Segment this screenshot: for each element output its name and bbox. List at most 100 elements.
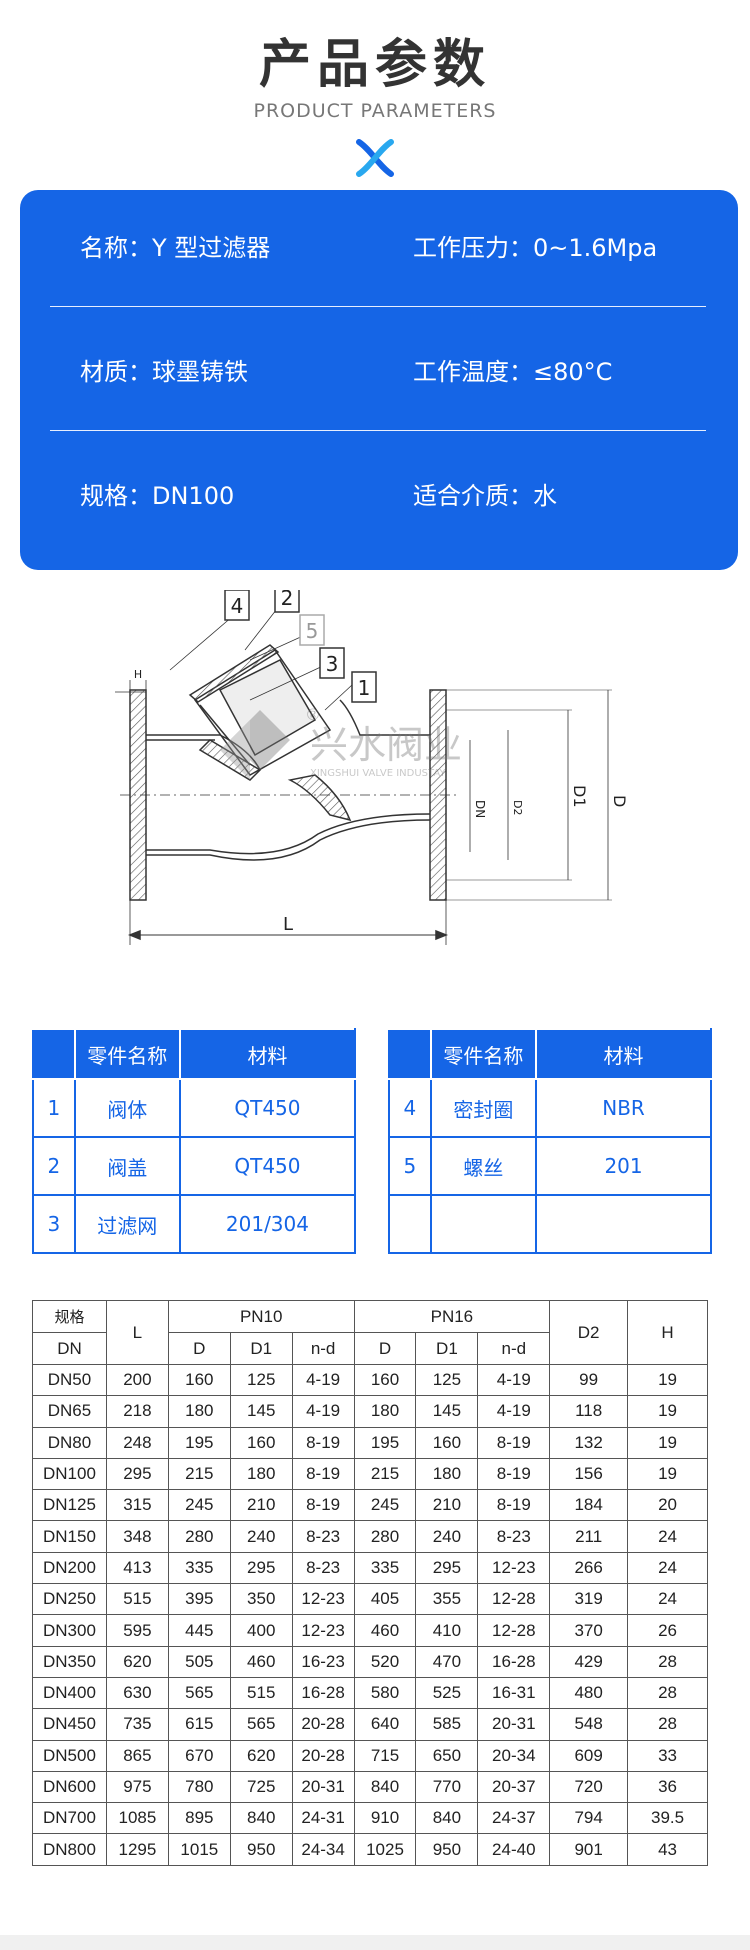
param-pressure: 工作压力：0~1.6Mpa <box>413 234 658 262</box>
page-subtitle: PRODUCT PARAMETERS <box>253 100 497 122</box>
header-l: L <box>105 1300 169 1365</box>
table-cell: 16-28 <box>477 1645 551 1678</box>
table-cell: 24-40 <box>477 1833 551 1866</box>
bottom-bar <box>0 1935 750 1950</box>
table-cell: 8-19 <box>291 1426 355 1459</box>
subheader-cell: D <box>167 1332 231 1365</box>
table-cell: 160 <box>229 1426 293 1459</box>
table-cell: 145 <box>415 1395 479 1428</box>
table-cell: 16-31 <box>477 1676 551 1710</box>
table-cell: 39.5 <box>627 1802 708 1835</box>
table-cell: 24 <box>627 1583 708 1616</box>
table-cell: 1025 <box>353 1833 417 1866</box>
table-cell: 4-19 <box>477 1395 551 1428</box>
table-cell: 20-31 <box>477 1708 551 1741</box>
table-cell: 118 <box>549 1395 629 1428</box>
table-cell: 8-19 <box>291 1489 355 1522</box>
table-cell: 160 <box>415 1426 479 1459</box>
dim-label-d1: D1 <box>570 785 589 808</box>
table-cell: 8-23 <box>291 1551 355 1585</box>
table-cell: 335 <box>167 1551 231 1585</box>
table-cell: 36 <box>627 1770 708 1804</box>
table-cell: DN250 <box>32 1583 107 1616</box>
table-row <box>388 1194 712 1254</box>
table-cell: 24 <box>627 1520 708 1553</box>
table-cell: 19 <box>627 1426 708 1459</box>
table-cell: 429 <box>549 1645 629 1678</box>
table-cell: DN100 <box>32 1457 107 1491</box>
table-cell: 160 <box>353 1363 417 1397</box>
table-cell: 266 <box>549 1551 629 1585</box>
table-cell: 245 <box>167 1489 231 1522</box>
table-cell: 595 <box>105 1614 169 1647</box>
subheader-cell: n-d <box>291 1332 355 1365</box>
parts-header-no <box>388 1028 432 1080</box>
table-row: 4 密封圈 NBR <box>388 1078 712 1138</box>
table-cell: 640 <box>353 1708 417 1741</box>
table-cell: 20-37 <box>477 1770 551 1804</box>
subheader-cell: D1 <box>415 1332 479 1365</box>
table-cell: 16-28 <box>291 1676 355 1710</box>
table-cell: 840 <box>415 1802 479 1835</box>
table-cell: 565 <box>229 1708 293 1741</box>
table-cell: 245 <box>353 1489 417 1522</box>
table-cell: 480 <box>549 1676 629 1710</box>
parts-header-name: 零件名称 <box>73 1028 181 1080</box>
table-cell: 615 <box>167 1708 231 1741</box>
table-cell: 548 <box>549 1708 629 1741</box>
table-cell: 715 <box>353 1739 417 1772</box>
table-cell: 24-34 <box>291 1833 355 1866</box>
dim-label-dn: DN <box>473 800 487 818</box>
table-cell: 515 <box>105 1583 169 1616</box>
table-cell: 520 <box>353 1645 417 1678</box>
table-cell: DN80 <box>32 1426 107 1459</box>
header-h: H <box>627 1300 708 1365</box>
dim-label-l: L <box>283 914 293 935</box>
param-row: 材质：球墨铸铁 工作温度：≤80°C <box>20 352 738 392</box>
dim-label-d: D <box>610 795 629 807</box>
callout-5: 5 <box>306 619 319 643</box>
table-cell: 240 <box>229 1520 293 1553</box>
table-cell: 19 <box>627 1395 708 1428</box>
table-cell: 210 <box>229 1489 293 1522</box>
table-cell: 248 <box>105 1426 169 1459</box>
table-cell: 20-34 <box>477 1739 551 1772</box>
watermark-brand-en: XINGSHUI VALVE INDUSTAY <box>310 768 446 779</box>
table-cell: 19 <box>627 1457 708 1491</box>
table-cell: 16-23 <box>291 1645 355 1678</box>
table-cell: 43 <box>627 1833 708 1866</box>
table-cell: 410 <box>415 1614 479 1647</box>
table-cell: 218 <box>105 1395 169 1428</box>
callout-3: 3 <box>326 652 339 676</box>
table-cell: 20-28 <box>291 1708 355 1741</box>
table-cell: 950 <box>229 1833 293 1866</box>
page-title: 产品参数 <box>258 35 491 95</box>
table-cell: 565 <box>167 1676 231 1710</box>
header-pn16: PN16 <box>353 1300 551 1333</box>
table-cell: 400 <box>229 1614 293 1647</box>
table-cell: 295 <box>415 1551 479 1585</box>
param-name: 名称：Y 型过滤器 <box>80 234 271 262</box>
table-cell: 24-31 <box>291 1802 355 1835</box>
table-cell: 355 <box>415 1583 479 1616</box>
table-cell: 975 <box>105 1770 169 1804</box>
table-cell: 8-19 <box>477 1489 551 1522</box>
header-pn10: PN10 <box>167 1300 355 1333</box>
watermark-registered: ® <box>305 705 321 724</box>
table-cell: 4-19 <box>291 1363 355 1397</box>
table-cell: 770 <box>415 1770 479 1804</box>
table-cell: 28 <box>627 1708 708 1741</box>
subheader-cell: n-d <box>477 1332 551 1365</box>
table-cell: DN125 <box>32 1489 107 1522</box>
dim-label-h: H <box>134 668 142 681</box>
